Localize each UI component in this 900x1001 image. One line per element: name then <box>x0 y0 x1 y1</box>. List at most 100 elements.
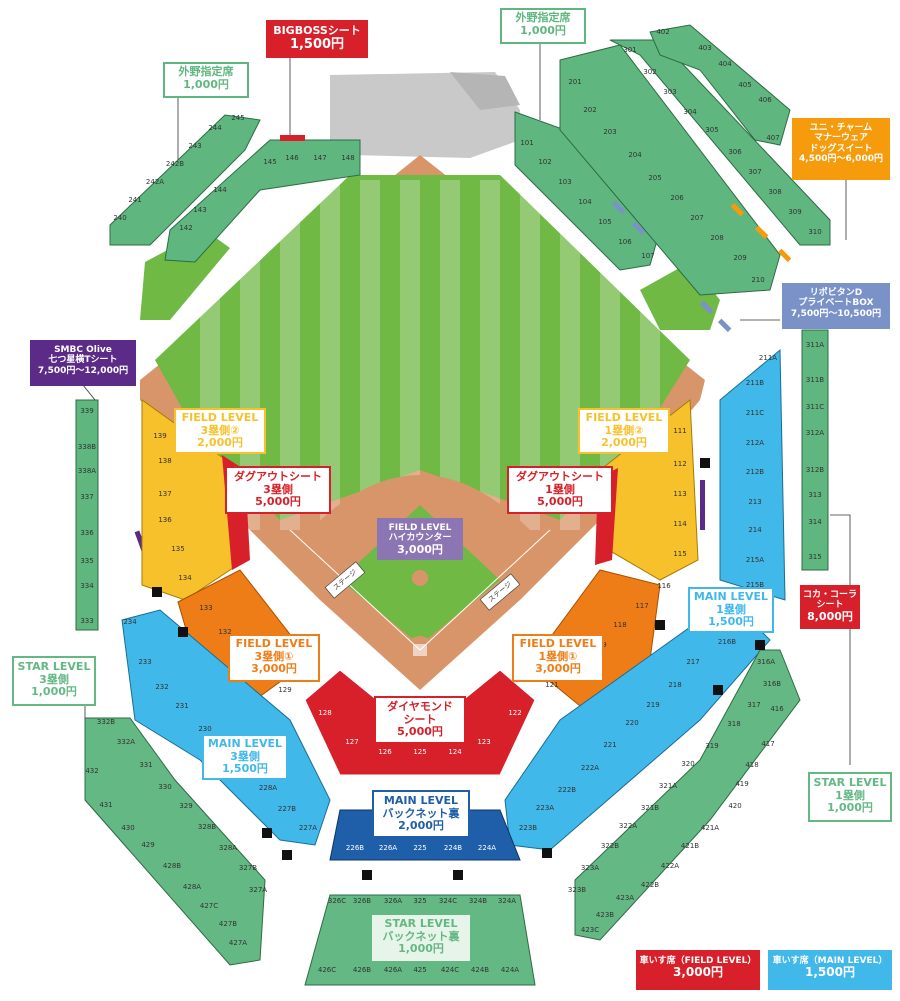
label-star-1b-price: 1,000円 <box>827 801 873 815</box>
seat-107: 107 <box>641 252 654 260</box>
wheelchair-icon <box>262 828 272 838</box>
wheelchair-icon <box>362 870 372 880</box>
seat-136: 136 <box>158 516 172 524</box>
label-main-3b-price: 1,500円 <box>222 762 268 776</box>
seat-146: 146 <box>285 154 299 162</box>
legend-wheelchair-field-price: 3,000円 <box>673 965 723 980</box>
label-star-back-l1: STAR LEVEL <box>384 917 458 930</box>
seat-101: 101 <box>520 139 533 147</box>
label-hicounter-l1: FIELD LEVEL <box>388 523 452 533</box>
seat-222A: 222A <box>581 764 599 772</box>
label-cocacola: コカ・コーラ シート 8,000円 <box>800 585 860 629</box>
seat-407: 407 <box>766 134 779 142</box>
seat-234: 234 <box>123 618 137 626</box>
section-group-33x: 339 338B 338A 337 336 335 334 333 <box>75 399 99 631</box>
seat-403: 403 <box>698 44 711 52</box>
seat-213: 213 <box>748 498 761 506</box>
wheelchair-icon <box>700 458 710 468</box>
label-field-1b-2-l1: FIELD LEVEL <box>585 411 663 424</box>
label-unicharm: ユニ・チャーム マナーウェア ドッグスイート 4,500円～6,000円 <box>792 118 890 180</box>
label-star-1b-l2: 1塁側 <box>835 788 865 802</box>
section-group-240s: 240 241 242A 242B 243 244 245 <box>109 114 261 246</box>
seat-202: 202 <box>583 106 596 114</box>
seat-137: 137 <box>158 490 171 498</box>
legend-wheelchair-field: 車いす席（FIELD LEVEL） 3,000円 <box>636 950 760 990</box>
seat-338B: 338B <box>78 443 96 451</box>
label-main-back-price: 2,000円 <box>398 819 444 833</box>
label-main-3b: MAIN LEVEL 3塁側 1,500円 <box>202 734 288 780</box>
seat-126: 126 <box>378 748 392 756</box>
seat-245: 245 <box>231 114 244 122</box>
seat-203: 203 <box>603 128 616 136</box>
seat-106: 106 <box>618 238 632 246</box>
label-olive-price: 7,500円～12,000円 <box>37 365 129 376</box>
seat-208: 208 <box>710 234 723 242</box>
seat-308: 308 <box>768 188 781 196</box>
label-outfield-left-name: 外野指定席 <box>178 65 234 78</box>
section-group-diamond: 128 127 126 125 124 123 122 <box>304 669 536 776</box>
seat-432: 432 <box>85 767 98 775</box>
seat-322B: 322B <box>601 842 619 850</box>
label-lipovitan-l1: リポビタンD <box>809 288 863 298</box>
seat-420: 420 <box>728 802 741 810</box>
label-outfield-left-price: 1,000円 <box>183 77 229 91</box>
seat-221: 221 <box>603 741 616 749</box>
seat-138: 138 <box>158 457 171 465</box>
label-outfield-right-name: 外野指定席 <box>515 11 571 24</box>
seat-423C: 423C <box>581 926 599 934</box>
label-star-1b-l1: STAR LEVEL <box>813 776 887 789</box>
seat-319: 319 <box>705 742 718 750</box>
section-group-200s: 201 202 203 204 205 206 207 208 209 210 <box>559 44 781 296</box>
seat-211C: 211C <box>746 409 764 417</box>
label-olive-l1: SMBC Olive <box>54 345 112 355</box>
section-group-211: 211A 211B 211C 212A 212B 213 214 215A 21… <box>719 348 786 601</box>
label-dugout-3b-l2: 3塁側 <box>263 482 293 496</box>
seat-113: 113 <box>673 490 686 498</box>
seat-111: 111 <box>673 427 686 435</box>
seat-421A: 421A <box>701 824 719 832</box>
outfield-grass <box>155 175 690 520</box>
seat-422B: 422B <box>641 881 659 889</box>
legend-wheelchair-field-l1: 車いす席（FIELD LEVEL） <box>639 956 757 966</box>
seat-424C: 424C <box>441 966 459 974</box>
wheelchair-icon <box>713 685 723 695</box>
label-star-1b: STAR LEVEL 1塁側 1,000円 <box>808 772 892 822</box>
label-bigboss-name: BIGBOSSシート <box>273 24 361 37</box>
seat-327A: 327A <box>249 886 267 894</box>
seat-332A: 332A <box>117 738 135 746</box>
wheelchair-icon <box>542 848 552 858</box>
seat-227A: 227A <box>299 824 317 832</box>
seat-424B: 424B <box>471 966 489 974</box>
seat-243: 243 <box>188 142 201 150</box>
seat-217: 217 <box>686 658 699 666</box>
section-group-field-yellow-1b: 111 112 113 114 115 <box>599 399 699 581</box>
foul-line-1b <box>419 529 551 651</box>
seat-142: 142 <box>179 224 192 232</box>
label-dugout-1b-price: 5,000円 <box>537 495 583 509</box>
wheelchair-icon <box>755 640 765 650</box>
seat-226A: 226A <box>379 844 397 852</box>
label-lipovitan: リポビタンD プライベートBOX 7,500円～10,500円 <box>782 283 890 329</box>
seat-241: 241 <box>128 196 141 204</box>
seat-317: 317 <box>747 701 760 709</box>
seat-324B: 324B <box>469 897 487 905</box>
seat-204: 204 <box>628 151 642 159</box>
seat-118: 118 <box>613 621 626 629</box>
unicharm-boxes <box>730 202 792 263</box>
seat-421B: 421B <box>681 842 699 850</box>
section-group-star-3b: 332B 332A 331 330 329 328B 328A 327B 327… <box>84 717 267 966</box>
seat-230: 230 <box>198 725 211 733</box>
seat-326B: 326B <box>353 897 371 905</box>
seat-147: 147 <box>313 154 326 162</box>
wheelchair-icon <box>453 870 463 880</box>
seat-320: 320 <box>681 760 694 768</box>
label-main-1b-l2: 1塁側 <box>716 602 746 616</box>
label-unicharm-l2: マナーウェア <box>813 133 868 144</box>
seat-148: 148 <box>341 154 354 162</box>
seat-104: 104 <box>578 198 592 206</box>
label-cocacola-l1: コカ・コーラ <box>802 590 857 600</box>
label-outfield-right-price: 1,000円 <box>520 23 566 37</box>
seat-427C: 427C <box>200 902 218 910</box>
seat-128: 128 <box>318 709 331 717</box>
seat-209: 209 <box>733 254 746 262</box>
